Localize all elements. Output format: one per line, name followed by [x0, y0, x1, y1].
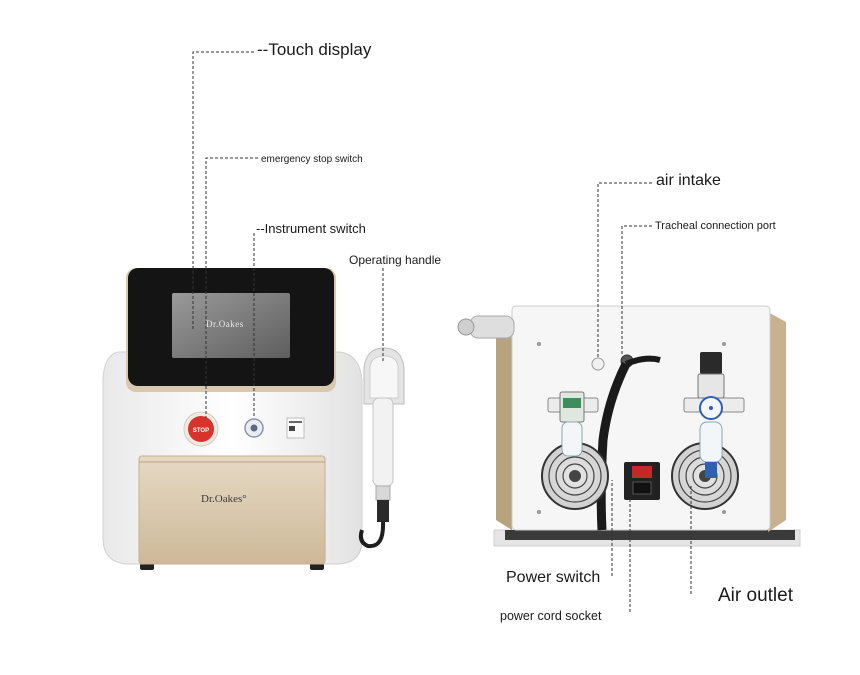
gold-side-right [768, 312, 786, 532]
air-hose [596, 361, 631, 531]
base-shadow [505, 530, 795, 540]
handle-rear-tip [469, 315, 515, 339]
label-power-cord-socket: power cord socket [500, 609, 602, 623]
label-tracheal-port: Tracheal connection port [655, 220, 776, 232]
label-instrument-switch: --Instrument switch [256, 221, 366, 236]
filter-right [683, 352, 745, 478]
label-operating-handle: Operating handle [349, 253, 442, 267]
air-intake-port [591, 357, 605, 371]
leader-lines [192, 51, 692, 612]
label-emergency-stop: emergency stop switch [261, 154, 363, 165]
emergency-stop-button [188, 416, 214, 442]
back-device [457, 305, 801, 547]
touch-display [172, 293, 290, 358]
handle-grip [377, 500, 389, 522]
leader-tracheal-port [621, 225, 652, 356]
label-touch-display: --Touch display [257, 40, 372, 59]
gold-front-panel [138, 455, 326, 565]
label-power-switch: Power switch [506, 569, 601, 586]
label-air-outlet: Air outlet [718, 585, 793, 606]
handle-neck [375, 485, 391, 501]
label-air-intake: air intake [656, 172, 721, 189]
power-switch [632, 466, 652, 478]
leader-touch-display [192, 51, 254, 330]
leader-emergency-stop [205, 157, 258, 418]
leader-air-intake [597, 182, 652, 358]
panel-brand-logo: Dr.Oakes° [201, 493, 247, 505]
front-device: STOP [102, 268, 405, 570]
filter-left [547, 391, 599, 457]
screen-brand-logo: Dr.Oakes [206, 319, 244, 329]
svg-text:STOP: STOP [193, 428, 209, 434]
handle-cup [369, 355, 399, 399]
operating-handle [372, 397, 394, 487]
instrument-switch-center [250, 424, 258, 432]
gold-side-left [496, 320, 512, 530]
handle-cable [358, 521, 386, 549]
fan-left [541, 442, 609, 510]
